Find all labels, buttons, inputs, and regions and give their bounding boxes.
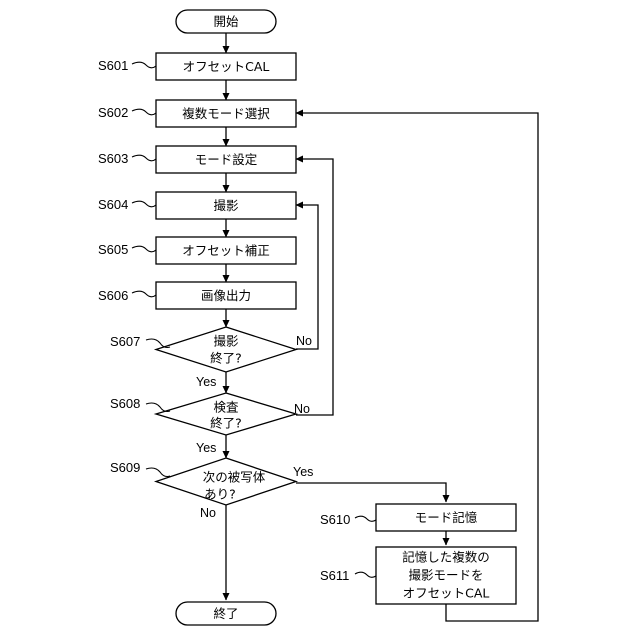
step-s610: モード記憶 S610 — [320, 504, 516, 531]
step-s604-text: 撮影 — [213, 198, 239, 213]
step-s610-id: S610 — [320, 512, 350, 527]
decision-s609-no-label: No — [200, 506, 216, 520]
decision-s607-no-label: No — [296, 334, 312, 348]
step-s611-id: S611 — [320, 568, 349, 583]
arrow-s607-no-loop — [296, 205, 318, 349]
step-s610-leader — [355, 516, 376, 521]
step-s606-text: 画像出力 — [201, 288, 251, 303]
step-s601-id: S601 — [98, 58, 128, 73]
step-s604-leader — [132, 201, 156, 207]
decision-s608-id: S608 — [110, 396, 140, 411]
step-s611-leader — [355, 572, 376, 577]
decision-s607-line2: 終了? — [210, 351, 242, 366]
step-s611: 記憶した複数の 撮影モードを オフセットCAL S611 — [320, 547, 516, 604]
step-s601-leader — [132, 62, 156, 68]
step-s602-id: S602 — [98, 105, 128, 120]
decision-s608-yes-label: Yes — [196, 441, 216, 455]
decision-s608-no-label: No — [294, 402, 310, 416]
step-s602-leader — [132, 109, 156, 115]
decision-s607-line1: 撮影 — [213, 334, 239, 349]
step-s605-text: オフセット補正 — [182, 243, 270, 258]
step-s606: 画像出力 S606 — [98, 282, 296, 309]
end-terminal: 終了 — [176, 602, 276, 625]
step-s603-leader — [132, 155, 156, 161]
decision-s609: 次の被写体 あり? S609 Yes No — [110, 458, 313, 520]
step-s601: オフセットCAL S601 — [98, 53, 296, 80]
step-s610-text: モード記憶 — [415, 510, 478, 525]
step-s604: 撮影 S604 — [98, 192, 296, 219]
decision-s607-id: S607 — [110, 334, 140, 349]
start-label: 開始 — [213, 14, 239, 29]
step-s603-text: モード設定 — [195, 152, 258, 167]
step-s602-text: 複数モード選択 — [182, 106, 270, 121]
end-label: 終了 — [213, 606, 238, 621]
step-s605-leader — [132, 246, 156, 252]
start-terminal: 開始 — [176, 10, 276, 33]
decision-s607-yes-label: Yes — [196, 375, 216, 389]
arrow-s608-no-loop — [296, 159, 333, 415]
decision-s609-line2: あり? — [204, 487, 236, 502]
step-s603-id: S603 — [98, 151, 128, 166]
step-s611-line2: 撮影モードを — [408, 568, 483, 583]
decision-s608-line2: 終了? — [210, 416, 242, 431]
step-s605: オフセット補正 S605 — [98, 237, 296, 264]
step-s603: モード設定 S603 — [98, 146, 296, 173]
decision-s609-leader — [146, 468, 170, 477]
step-s604-id: S604 — [98, 197, 128, 212]
decision-s608: 検査 終了? S608 No Yes — [110, 393, 310, 455]
step-s605-id: S605 — [98, 242, 128, 257]
decision-s609-line1: 次の被写体 — [203, 470, 266, 485]
step-s611-line3: オフセットCAL — [403, 586, 490, 601]
step-s606-leader — [132, 291, 156, 297]
arrow-s609-yes — [296, 483, 446, 502]
step-s601-text: オフセットCAL — [183, 59, 270, 74]
step-s602: 複数モード選択 S602 — [98, 100, 296, 127]
step-s611-line1: 記憶した複数の — [402, 550, 490, 565]
decision-s609-yes-label: Yes — [293, 465, 313, 479]
step-s606-id: S606 — [98, 288, 128, 303]
decision-s609-id: S609 — [110, 460, 140, 475]
decision-s607: 撮影 終了? S607 No Yes — [110, 327, 312, 389]
arrow-s611-loop — [296, 113, 538, 621]
decision-s608-line1: 検査 — [213, 400, 239, 415]
